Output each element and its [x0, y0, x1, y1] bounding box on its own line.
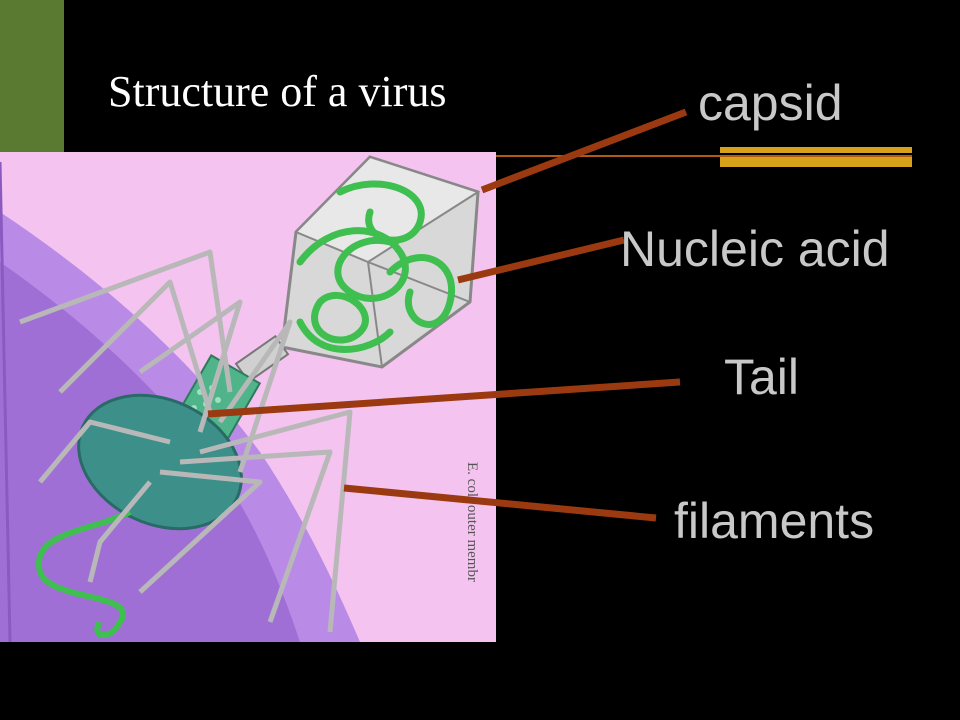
label-nucleic-acid: Nucleic acid [620, 221, 890, 277]
bacteriophage-illustration: E. coli outer membr [0, 152, 496, 642]
illustration-caption: E. coli outer membr [464, 462, 480, 582]
label-filaments: filaments [674, 493, 875, 549]
capsid-shape [280, 155, 481, 369]
rule-accent-block [720, 147, 912, 167]
leader-capsid [480, 108, 688, 194]
injected-dna [35, 509, 132, 639]
label-tail: Tail [724, 349, 800, 405]
slide-title: Structure of a virus [108, 67, 447, 116]
membrane-edge [0, 161, 12, 642]
accent-bar [0, 0, 64, 152]
title-rule [496, 155, 912, 157]
label-capsid: capsid [698, 75, 843, 131]
